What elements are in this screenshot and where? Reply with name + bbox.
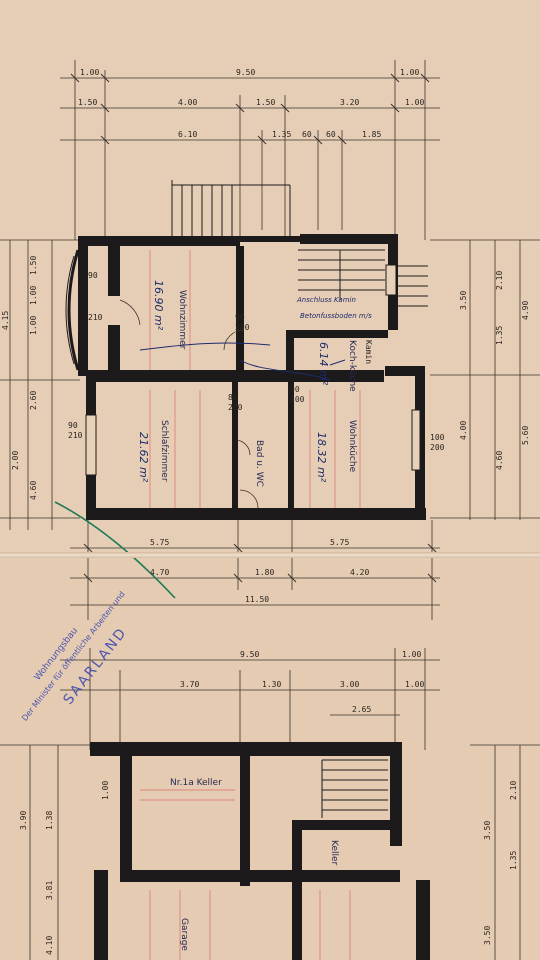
dim-right-5: 4.90 — [521, 301, 530, 320]
room-area-wohnkueche: 18.32 m² — [315, 432, 328, 483]
dim-bottom-r2-3: 4.20 — [350, 568, 369, 577]
opening-label-7: 90 — [290, 385, 300, 394]
dim-right-7: 4.60 — [495, 451, 504, 470]
cellar-stairs — [321, 759, 388, 818]
dim-left-1: 4.15 — [1, 311, 10, 330]
lower-dim-top-r2-2: 1.30 — [262, 680, 281, 689]
lower-walls — [90, 742, 430, 960]
dim-top-r3-3: 60 — [302, 130, 312, 139]
dim-top-r3-2: 1.35 — [272, 130, 291, 139]
lower-dim-top-r3-1: 2.65 — [352, 705, 371, 714]
lower-dim-right-1: 2.10 — [509, 781, 518, 800]
paper-fold — [0, 552, 540, 558]
dim-right-4: 4.00 — [459, 421, 468, 440]
opening-label-12: 210 — [68, 431, 83, 440]
dim-top-r3-5: 1.85 — [362, 130, 381, 139]
room-label-schlafzimmer: Schlafzimmer — [159, 420, 169, 482]
lower-floor-plan: 9.50 1.00 3.70 1.30 3.00 1.00 2.65 1.00 … — [0, 648, 540, 960]
room-area-wohnzimmer: 16.90 m² — [152, 280, 165, 331]
note-betonfussboden: Betonfussboden m/s — [300, 312, 372, 320]
lower-dim-left-3: 3.90 — [19, 811, 28, 830]
room-label-wohnkueche: Wohnküche — [347, 420, 357, 473]
interior-stairs — [298, 249, 428, 307]
dim-top-r2-2: 4.00 — [178, 98, 197, 107]
note-anschluss: Anschluss Kamin — [296, 296, 356, 304]
opening-label-6: 200 — [228, 403, 243, 412]
lower-dim-top-1: 9.50 — [240, 650, 259, 659]
dim-right-1: 3.50 — [459, 291, 468, 310]
dim-top-r2-1: 1.50 — [78, 98, 97, 107]
opening-label-2: 210 — [88, 313, 103, 322]
lower-dim-top-r2-1: 3.70 — [180, 680, 199, 689]
dim-bottom-r3-1: 11.50 — [245, 595, 269, 604]
opening-label-10: 200 — [430, 443, 445, 452]
room-label-kueche: Koch-küche — [347, 340, 357, 392]
note-kamin: Kamin — [364, 340, 373, 364]
lower-dim-right-4: 3.50 — [483, 926, 492, 945]
lower-dim-top-r2-4: 1.00 — [405, 680, 424, 689]
lower-dim-left-1: 1.00 — [101, 781, 110, 800]
dim-top-r2-5: 1.00 — [405, 98, 424, 107]
opening-label-5: 80 — [228, 393, 238, 402]
opening-label-1: 90 — [88, 271, 98, 280]
lower-dim-left-4: 3.81 — [45, 881, 54, 900]
dim-top-r2-3: 1.50 — [256, 98, 275, 107]
lower-dim-top-r2-3: 3.00 — [340, 680, 359, 689]
green-pen-stroke — [54, 501, 176, 599]
dim-right-3: 1.35 — [495, 326, 504, 345]
dim-right-2: 2.10 — [495, 271, 504, 290]
dim-bottom-r2-1: 4.70 — [150, 568, 169, 577]
room-label-keller-2: Keller — [329, 840, 339, 866]
dim-bottom-2: 5.75 — [330, 538, 349, 547]
dim-left-5: 2.60 — [29, 391, 38, 410]
upper-floor-plan: Wohnzimmer 16.90 m² Schlafzimmer 21.62 m… — [0, 60, 540, 620]
opening-label-4: 200 — [235, 323, 250, 332]
dim-right-6: 5.60 — [521, 426, 530, 445]
lower-dim-right-3: 1.35 — [509, 851, 518, 870]
lower-dim-right-2: 3.50 — [483, 821, 492, 840]
dim-left-3: 1.00 — [29, 286, 38, 305]
dim-top-3: 1.00 — [400, 68, 419, 77]
opening-label-8: 200 — [290, 395, 305, 404]
opening-label-3: 90 — [235, 313, 245, 322]
opening-label-9: 100 — [430, 433, 445, 442]
dim-top-1: 1.00 — [80, 68, 99, 77]
lower-dim-left-5: 4.10 — [45, 936, 54, 955]
dim-top-r3-1: 6.10 — [178, 130, 197, 139]
entrance-stairs — [171, 180, 291, 236]
room-label-bad-wc: Bad u. WC — [254, 440, 264, 487]
room-area-schlafzimmer: 21.62 m² — [137, 432, 150, 483]
opening-label-11: 90 — [68, 421, 78, 430]
lower-dim-top-2: 1.00 — [402, 650, 421, 659]
dim-left-6: 2.00 — [11, 451, 20, 470]
room-label-keller-1: Nr.1a Keller — [170, 778, 222, 788]
room-area-kueche: 6.14 m² — [317, 342, 330, 386]
dim-top-2: 9.50 — [236, 68, 255, 77]
dim-left-2: 1.50 — [29, 256, 38, 275]
bay-window — [67, 249, 80, 371]
dim-bottom-1: 5.75 — [150, 538, 169, 547]
upper-walls — [78, 234, 426, 520]
room-label-wohnzimmer: Wohnzimmer — [177, 290, 187, 350]
dim-bottom-r2-2: 1.80 — [255, 568, 274, 577]
dim-left-7: 4.60 — [29, 481, 38, 500]
dim-top-r2-4: 3.20 — [340, 98, 359, 107]
room-label-garage: Garage — [179, 918, 189, 951]
dim-top-r3-4: 60 — [326, 130, 336, 139]
lower-dim-left-2: 1.38 — [45, 811, 54, 830]
dim-left-4: 1.00 — [29, 316, 38, 335]
